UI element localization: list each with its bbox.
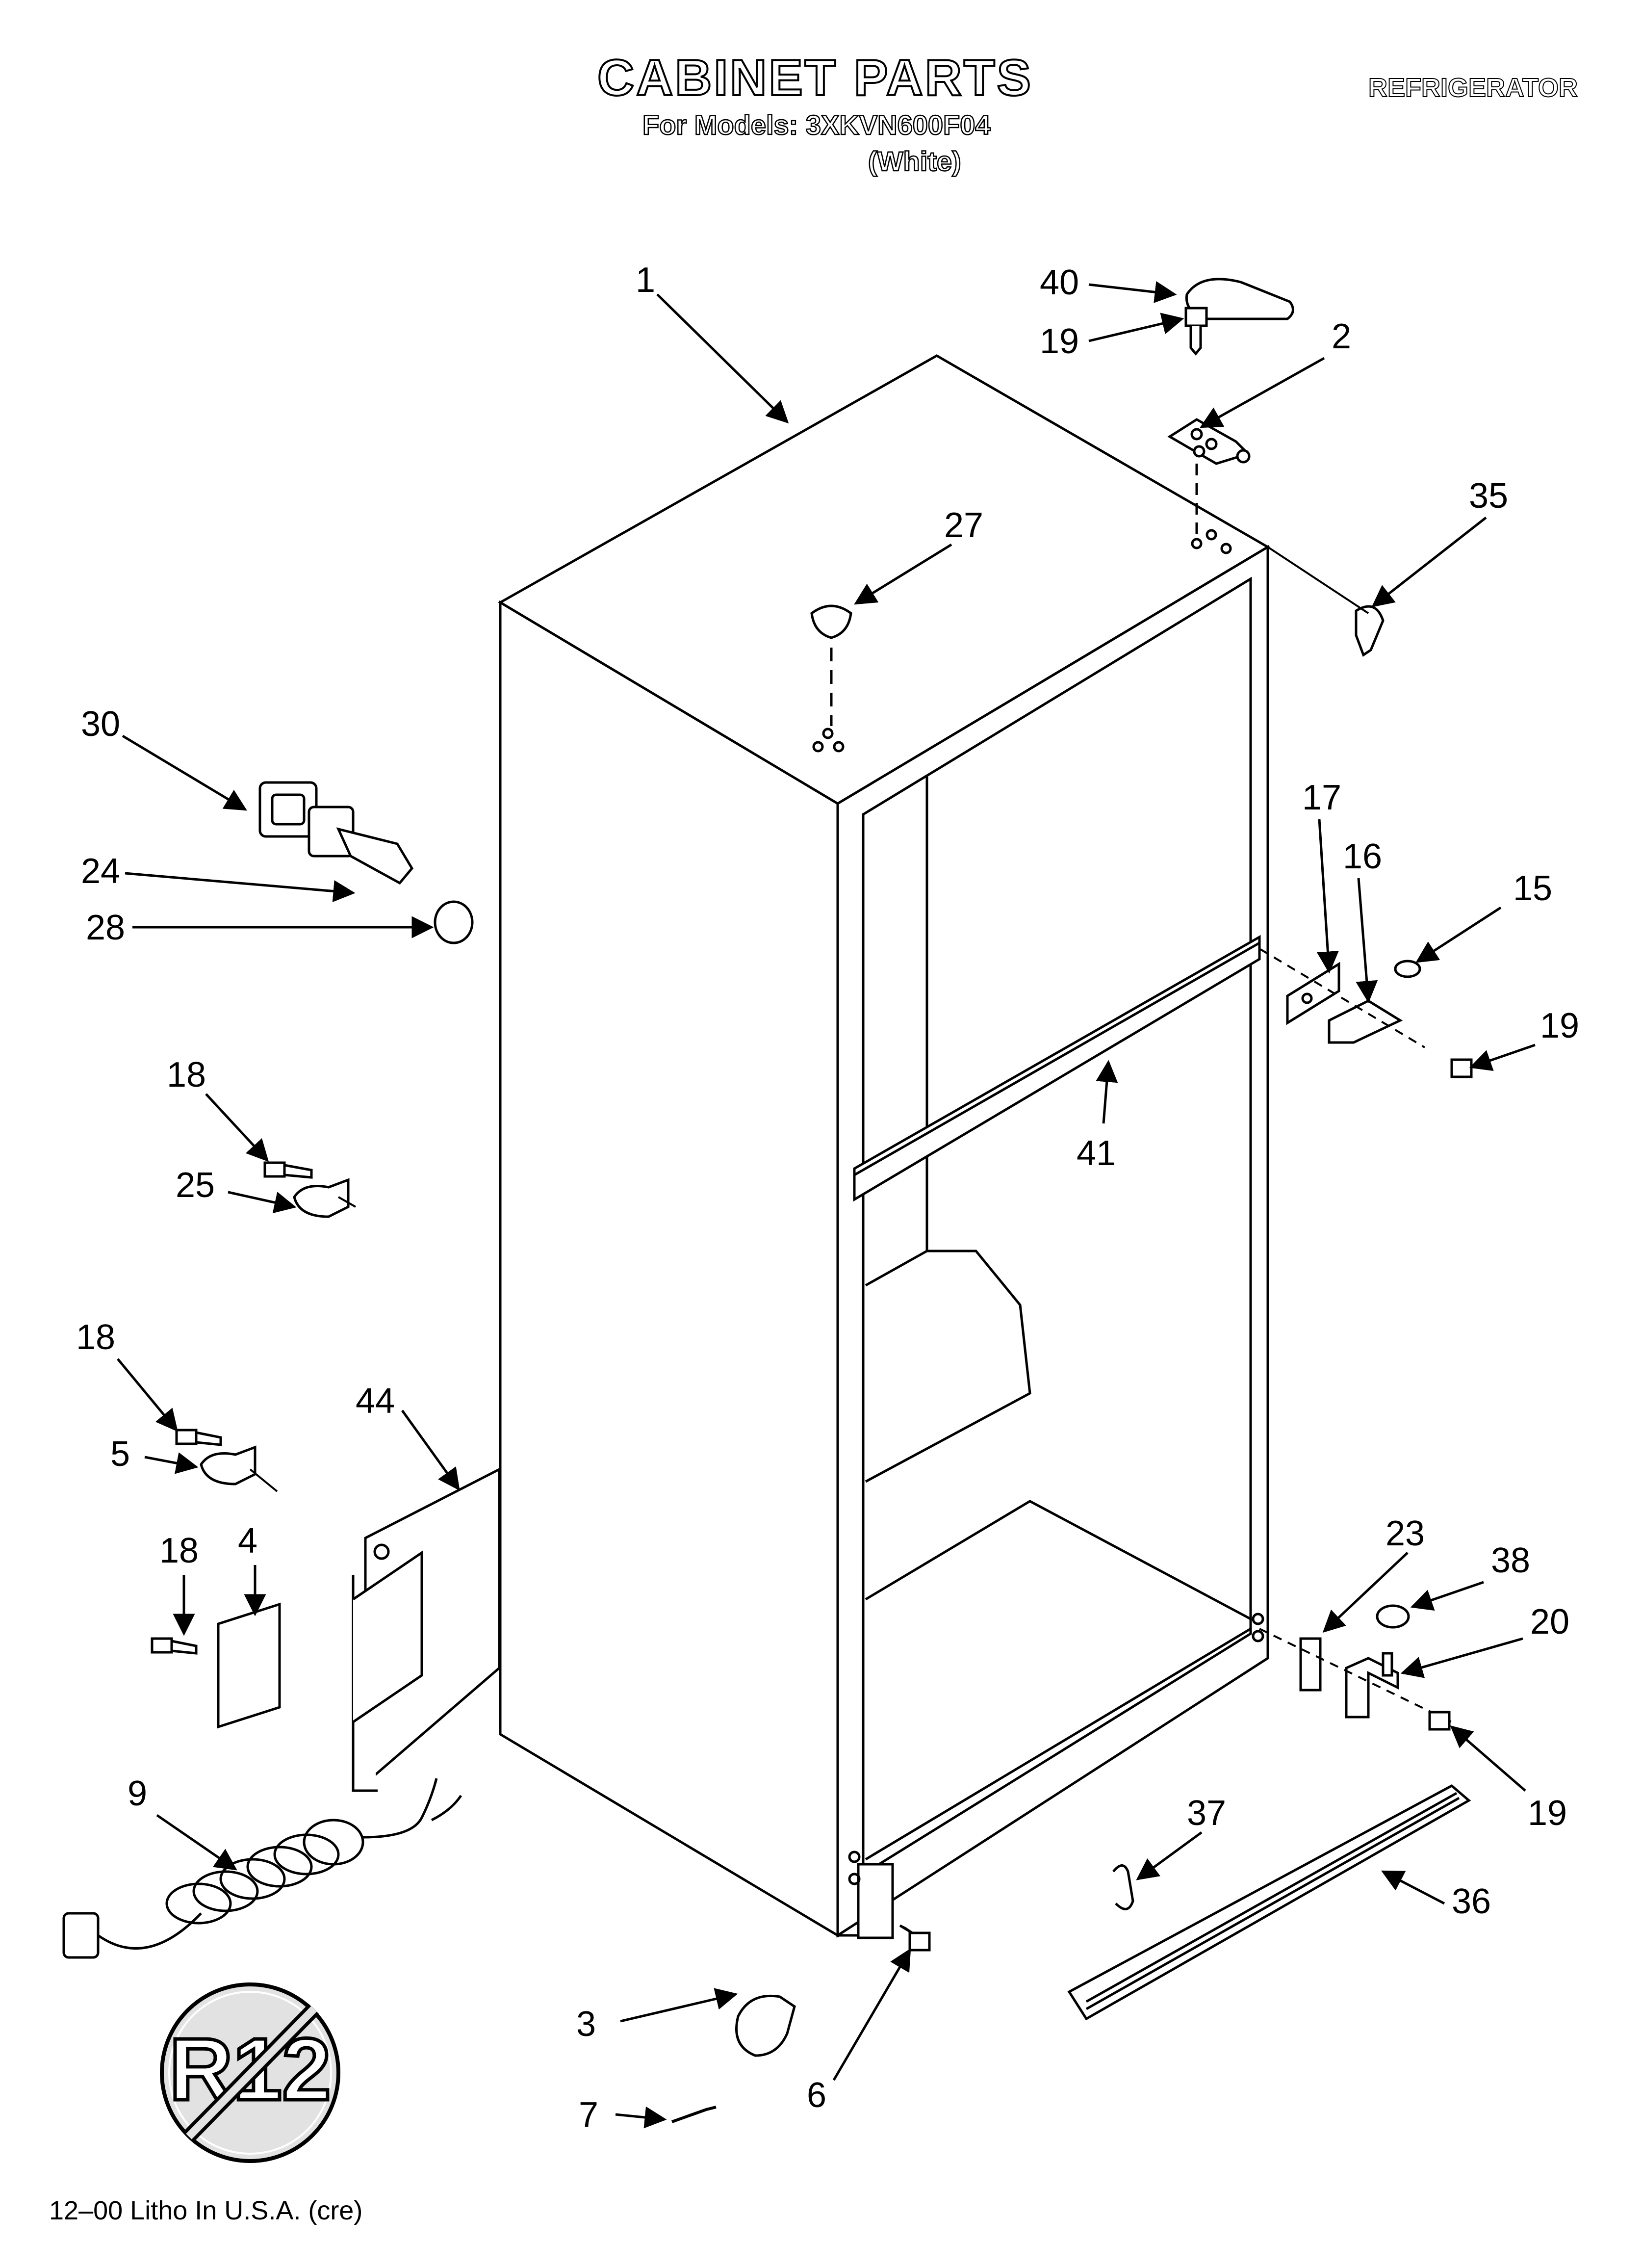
- part-3-leveling-leg: [735, 1994, 796, 2057]
- callout-25: 25: [176, 1166, 215, 1205]
- callout-19-mid: 19: [1540, 1006, 1579, 1045]
- print-footer: 12–00 Litho In U.S.A. (cre): [49, 2196, 363, 2225]
- callout-18-c: 18: [159, 1531, 199, 1570]
- part-4-cover: [217, 1602, 281, 1729]
- callout-17: 17: [1302, 778, 1341, 817]
- diagram-title: CABINET PARTS: [596, 49, 1033, 107]
- callout-3: 3: [576, 2005, 596, 2044]
- callout-labels: 1 2 3 4 5 6 7 9 15 16 17 18 18 18 19 19 …: [76, 261, 1579, 2135]
- part-2-top-hinge: [1167, 418, 1251, 535]
- refrigerator-cabinet: [498, 354, 1270, 1939]
- part-19-screw-top: [1184, 307, 1208, 356]
- part-7-pin: [671, 2106, 717, 2123]
- part-38-washer: [1376, 1604, 1410, 1629]
- callout-9: 9: [128, 1774, 147, 1813]
- callout-18-b: 18: [76, 1318, 115, 1357]
- callout-6: 6: [807, 2076, 826, 2115]
- callout-30: 30: [81, 704, 120, 744]
- appliance-category: REFRIGERATOR: [1368, 73, 1578, 103]
- callout-15: 15: [1513, 869, 1552, 908]
- callout-16: 16: [1343, 837, 1382, 876]
- callout-5: 5: [110, 1434, 130, 1474]
- callout-18-a: 18: [167, 1055, 206, 1095]
- part-37-clip: [1112, 1864, 1134, 1910]
- callout-35: 35: [1469, 476, 1508, 516]
- callout-40: 40: [1040, 263, 1079, 302]
- part-18-screw-a: [263, 1161, 313, 1179]
- callout-24: 24: [81, 852, 120, 891]
- cabinet-side-panel: [499, 600, 839, 1938]
- callout-20: 20: [1530, 1602, 1569, 1642]
- model-number: For Models: 3XKVN600F04: [642, 109, 991, 141]
- part-41-mullion-rail: [853, 935, 1261, 1202]
- part-35-leader: [1267, 546, 1369, 614]
- callout-19-low: 19: [1528, 1794, 1567, 1833]
- callout-7: 7: [579, 2095, 598, 2135]
- part-23-shim: [1299, 1637, 1322, 1692]
- part-5-clamp: [200, 1445, 257, 1486]
- part-9-power-cord: [62, 1778, 462, 1959]
- part-44-back-panel: [352, 1467, 501, 1792]
- callout-1: 1: [636, 261, 655, 300]
- callout-23: 23: [1385, 1514, 1425, 1553]
- part-35-hinge-cap: [1355, 605, 1385, 657]
- callout-28: 28: [86, 908, 125, 947]
- part-30-gasket: [258, 781, 318, 838]
- part-15-washer: [1394, 960, 1421, 978]
- part-17-bracket: [1286, 962, 1340, 1025]
- callout-27: 27: [944, 506, 983, 545]
- part-19-screw-mid: [1450, 1058, 1473, 1078]
- part-20-bottom-hinge: [1345, 1652, 1399, 1719]
- part-28-bushing: [434, 900, 474, 944]
- callout-38: 38: [1491, 1541, 1530, 1580]
- callout-19-top: 19: [1040, 322, 1079, 361]
- part-25-clamp: [293, 1178, 350, 1218]
- part-18-screw-c: [151, 1637, 198, 1655]
- callout-2: 2: [1332, 317, 1351, 356]
- no-r12-refrigerant-symbol: R12: [160, 1982, 340, 2163]
- part-27-plug: [810, 604, 852, 726]
- callout-4: 4: [238, 1521, 257, 1561]
- callout-37: 37: [1187, 1794, 1226, 1833]
- part-36-toe-grille: [1067, 1784, 1471, 2021]
- part-19-screw-low: [1428, 1711, 1451, 1731]
- callout-41: 41: [1077, 1134, 1116, 1173]
- part-6-screw: [899, 1924, 931, 1952]
- part-16-hinge: [1328, 999, 1403, 1044]
- leader-arrows: [117, 281, 1536, 2129]
- part-18-screw-b: [175, 1429, 222, 1446]
- callout-44: 44: [356, 1382, 395, 1421]
- part-24-shaft: [308, 806, 414, 885]
- model-color: (White): [868, 145, 962, 178]
- callout-36: 36: [1452, 1882, 1491, 1921]
